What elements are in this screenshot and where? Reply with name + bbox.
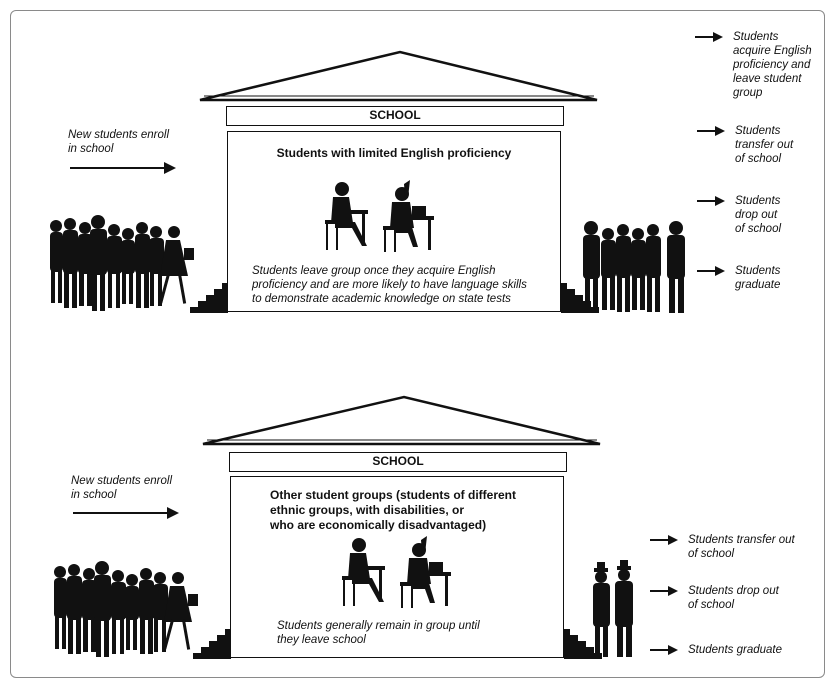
bottom-exit-arrow-icon bbox=[650, 645, 678, 655]
bottom-crowd-left-icon bbox=[54, 561, 198, 657]
top-group-title: Students with limited English proficienc… bbox=[276, 146, 512, 160]
bottom-roof bbox=[202, 395, 601, 446]
bottom-enroll-arrow-icon bbox=[73, 507, 179, 519]
bottom-exit-arrow-icon bbox=[650, 586, 678, 596]
top-school-building bbox=[227, 131, 561, 312]
bottom-school-building bbox=[230, 476, 564, 658]
top-exit-arrow-icon bbox=[697, 126, 725, 136]
bottom-steps-right bbox=[564, 629, 602, 659]
bottom-exit-drop-out: Students drop out of school bbox=[688, 585, 779, 611]
top-exit-arrow-icon bbox=[697, 266, 725, 276]
top-enroll-arrow-icon bbox=[70, 162, 176, 174]
bottom-enroll-label: New students enroll in school bbox=[71, 475, 172, 501]
bottom-exit-arrow-icon bbox=[650, 535, 678, 545]
top-exit-acquire-english: Students acquire English proficiency and… bbox=[733, 31, 812, 99]
top-roof bbox=[199, 50, 598, 102]
top-exit-arrow-icon bbox=[697, 196, 725, 206]
top-crowd-left-icon bbox=[50, 215, 194, 311]
top-crowd-right-icon bbox=[583, 221, 685, 313]
bottom-students-at-desks-icon bbox=[342, 536, 451, 608]
bottom-group-title: Other student groups (students of differ… bbox=[270, 488, 516, 532]
top-steps-left bbox=[190, 283, 228, 313]
top-group-note: Students leave group once they acquire E… bbox=[252, 265, 527, 305]
top-students-at-desks-icon bbox=[325, 180, 434, 252]
top-exit-transfer: Students transfer out of school bbox=[735, 125, 794, 165]
top-exit-graduate: Students graduate bbox=[735, 265, 781, 291]
bottom-steps-left bbox=[193, 629, 231, 659]
bottom-crowd-right-icon bbox=[593, 560, 633, 657]
bottom-group-note: Students generally remain in group until… bbox=[277, 620, 480, 646]
top-school-sign: SCHOOL bbox=[226, 106, 564, 126]
bottom-school-sign: SCHOOL bbox=[229, 452, 567, 472]
top-exit-drop-out: Students drop out of school bbox=[735, 195, 782, 235]
bottom-exit-graduate: Students graduate bbox=[688, 644, 782, 656]
figure-frame bbox=[10, 10, 825, 678]
bottom-exit-transfer: Students transfer out of school bbox=[688, 534, 795, 560]
top-enroll-label: New students enroll in school bbox=[68, 129, 169, 155]
top-exit-arrow-icon bbox=[695, 32, 723, 42]
